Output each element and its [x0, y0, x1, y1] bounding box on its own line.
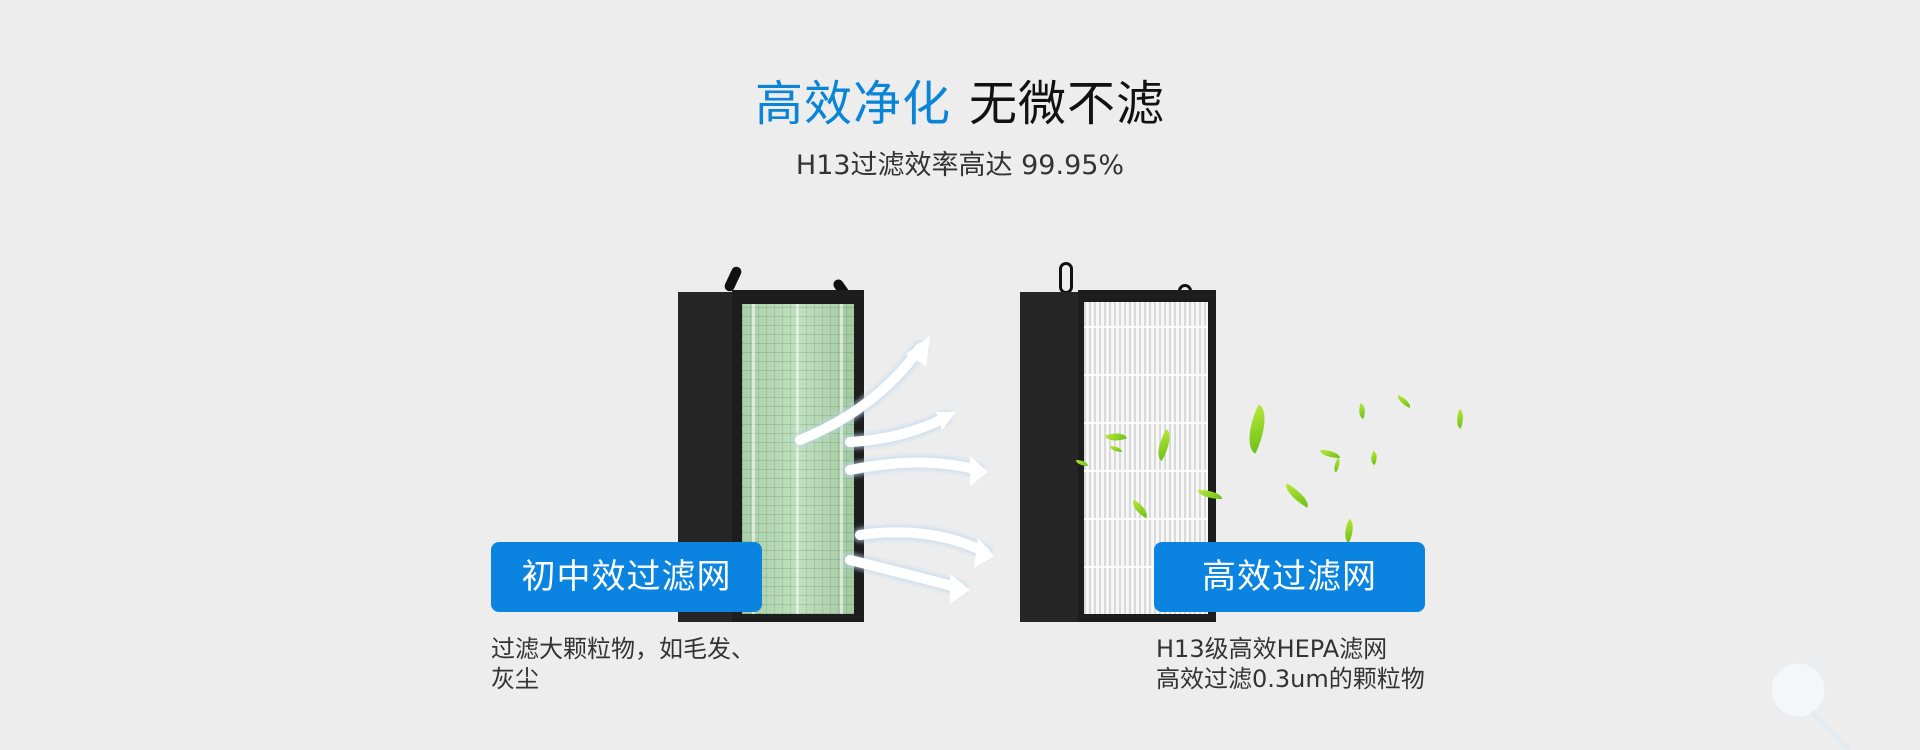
page-subtitle: H13过滤效率高达 99.95% — [795, 150, 1125, 181]
airflow-arrows-icon — [793, 336, 994, 604]
description-line: 过滤大颗粒物，如毛发、 — [491, 635, 755, 663]
hepa-filter-label: 高效过滤网 — [1154, 542, 1425, 612]
primary-filter-image — [678, 260, 864, 622]
hepa-filter-description: H13级高效HEPA滤网 高效过滤0.3um的颗粒物 — [1156, 634, 1425, 694]
primary-filter-description: 过滤大颗粒物，如毛发、 灰尘 — [491, 634, 755, 694]
leaf-icon — [1330, 457, 1344, 473]
filter-loop-icon — [1059, 262, 1073, 294]
leaf-icon — [1198, 490, 1222, 499]
leaf-icon — [1367, 450, 1381, 466]
description-line: 灰尘 — [491, 665, 539, 693]
leaf-icon — [1320, 450, 1340, 458]
filter-strap-icon — [722, 265, 744, 293]
leaf-icon — [1110, 446, 1122, 452]
dandelion-decoration-icon — [1770, 662, 1852, 750]
leaf-icon — [1281, 483, 1313, 508]
primary-filter-label: 初中效过滤网 — [491, 542, 762, 612]
title-highlight: 高效净化 — [754, 76, 951, 132]
filter-side-panel — [1020, 292, 1082, 622]
leaf-icon — [1239, 404, 1275, 454]
leaf-icon — [1339, 518, 1359, 544]
hepa-filter-image — [1020, 262, 1216, 622]
leaf-icon — [1076, 460, 1088, 466]
description-line: 高效过滤0.3um的颗粒物 — [1156, 665, 1425, 693]
title-rest: 无微不滤 — [969, 76, 1166, 132]
leaf-icon — [1395, 394, 1413, 409]
description-line: H13级高效HEPA滤网 — [1156, 635, 1388, 663]
leaf-icon — [1453, 409, 1467, 429]
page-title: 高效净化无微不滤 — [0, 74, 1920, 134]
leaf-icon — [1355, 403, 1369, 419]
